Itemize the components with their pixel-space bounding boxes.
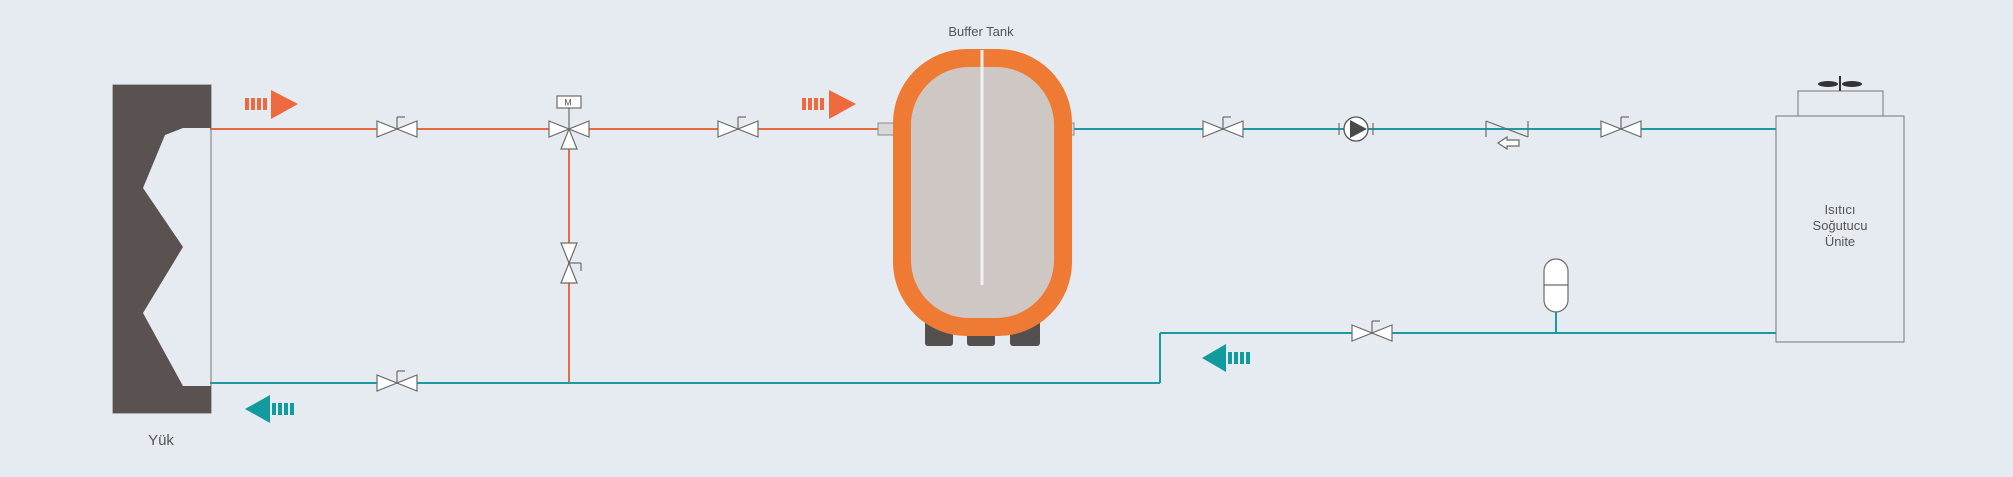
load-heat-emitter: Yük <box>112 84 212 449</box>
pipes <box>210 128 1776 384</box>
heater-cooler-unit: Isıtıcı Soğutucu Ünite <box>1775 76 1905 343</box>
three-way-valve-icon[interactable]: M <box>548 95 590 150</box>
gate-valve-icon[interactable] <box>717 116 759 138</box>
unit-top-box <box>1797 90 1884 117</box>
check-valve-icon[interactable] <box>1485 120 1529 151</box>
cold-flow-arrow-2 <box>1202 344 1250 372</box>
unit-body <box>1775 115 1905 343</box>
unit-label-line3: Ünite <box>1825 234 1855 249</box>
hot-flow-arrow-2 <box>802 90 856 119</box>
gate-valve-icon[interactable] <box>1351 320 1393 342</box>
motor-actuator-icon <box>556 95 582 109</box>
gate-valve-icon[interactable] <box>1600 116 1642 138</box>
load-label: Yük <box>148 432 174 449</box>
pump-icon[interactable] <box>1338 116 1374 142</box>
gate-valve-icon[interactable] <box>1202 116 1244 138</box>
hot-flow-arrow-1 <box>245 90 298 119</box>
cold-flow-arrow-1 <box>245 395 294 423</box>
buffer-tank: Buffer Tank <box>877 24 1075 346</box>
gate-valve-icon[interactable] <box>376 116 418 138</box>
unit-label-line2: Soğutucu <box>1813 218 1868 233</box>
expansion-vessel-icon[interactable] <box>1543 258 1569 313</box>
motor-label: M <box>564 98 572 108</box>
buffer-tank-label: Buffer Tank <box>948 24 1014 39</box>
gate-valve-icon[interactable] <box>376 370 418 392</box>
gate-valve-icon[interactable] <box>560 242 582 284</box>
unit-label-line1: Isıtıcı <box>1824 202 1855 217</box>
load-body <box>113 85 211 413</box>
fan-icon <box>1818 76 1862 91</box>
